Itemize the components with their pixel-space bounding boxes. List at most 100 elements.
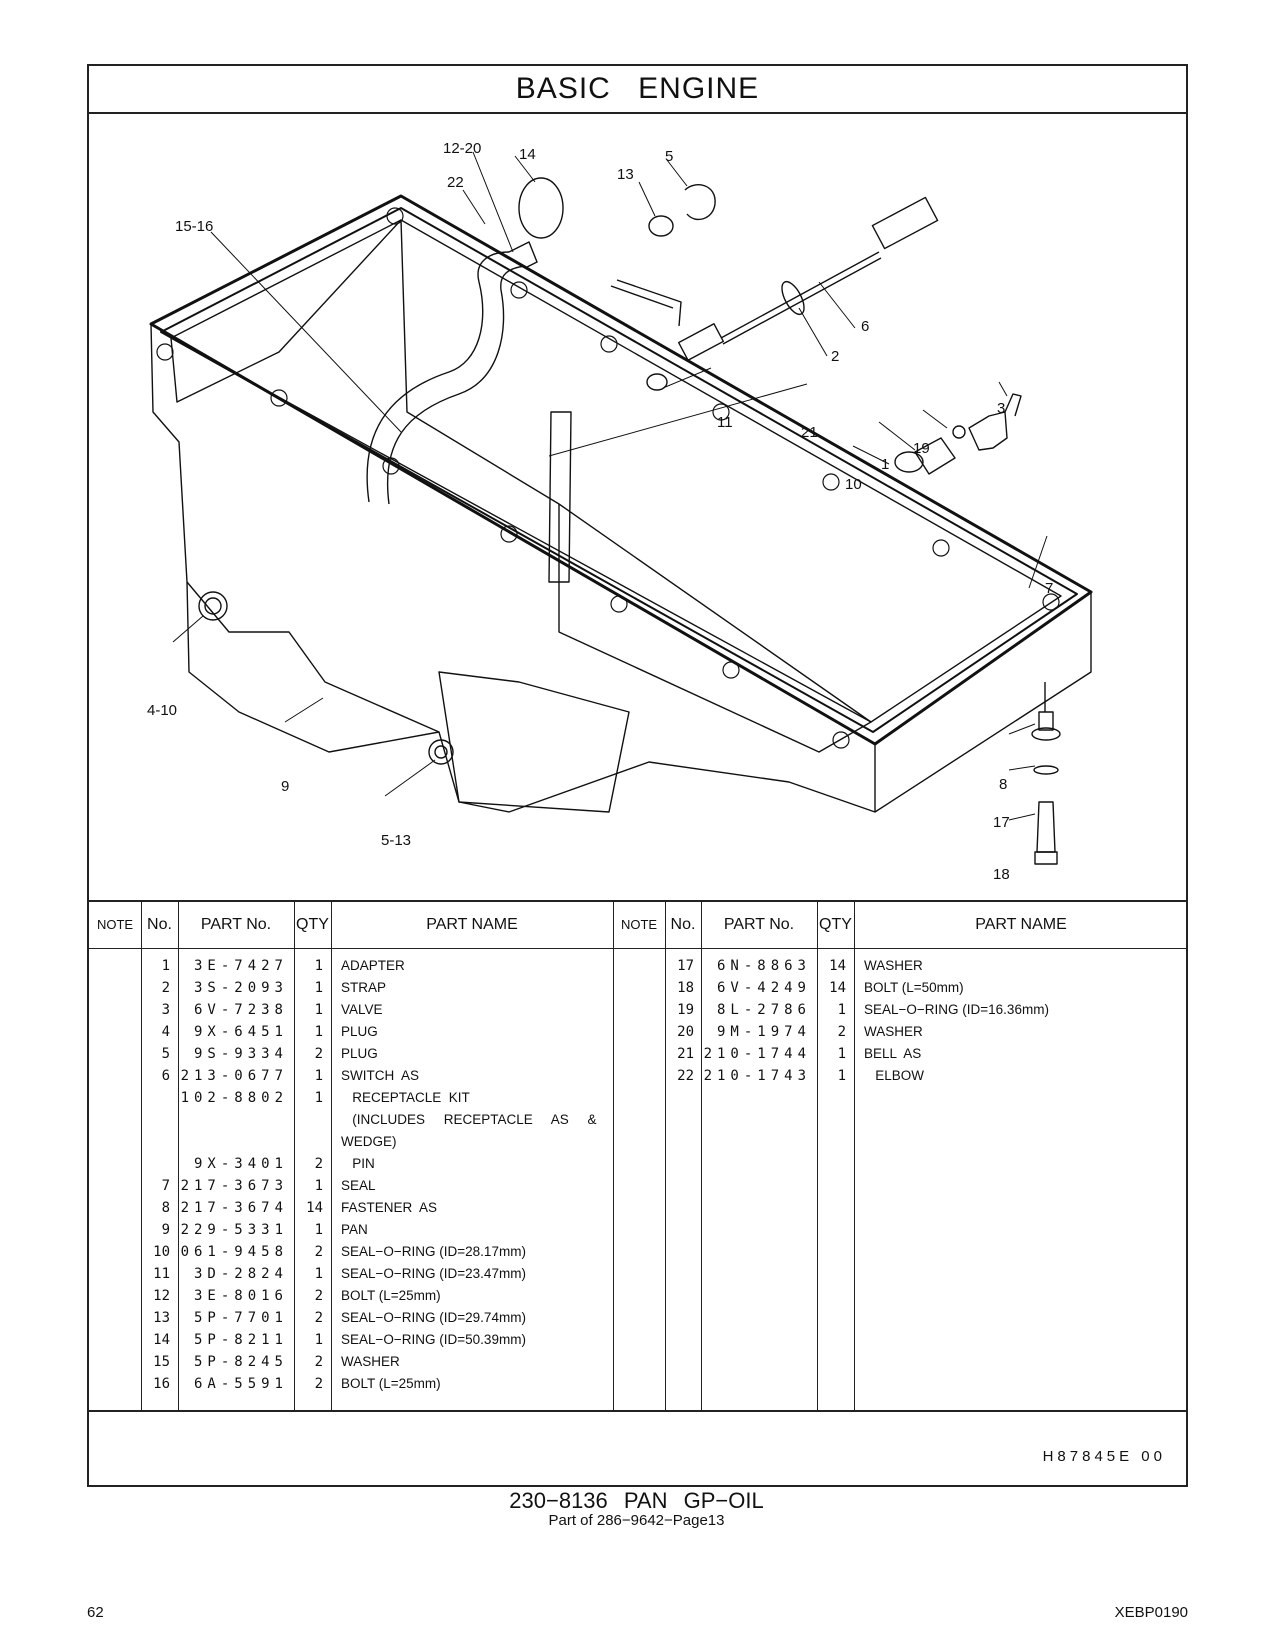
item-number: 2 xyxy=(161,980,170,996)
callout-7: 7 xyxy=(1045,580,1054,597)
callout-5-13: 5-13 xyxy=(381,832,412,849)
item-number: 5 xyxy=(161,1046,170,1062)
item-number: 8 xyxy=(161,1200,170,1216)
part-number: 061-9458 xyxy=(180,1244,288,1260)
group-subcaption: Part of 286−9642−Page13 xyxy=(548,1512,725,1529)
header-note-right: NOTE xyxy=(620,917,658,932)
callout-12-20: 12-20 xyxy=(443,140,482,157)
quantity: 1 xyxy=(837,1002,846,1018)
part-name: VALVE xyxy=(341,1002,383,1017)
callout-5: 5 xyxy=(665,148,674,165)
part-name: BOLT (L=50mm) xyxy=(864,980,964,995)
item-number: 7 xyxy=(161,1178,170,1194)
part-name: SWITCH AS xyxy=(341,1068,420,1083)
part-name: BELL AS xyxy=(864,1046,922,1061)
quantity: 2 xyxy=(314,1288,323,1304)
header-part-name-left: PART NAME xyxy=(426,916,518,933)
part-number: 9X-3401 xyxy=(193,1156,288,1172)
part-name: PLUG xyxy=(341,1046,378,1061)
part-number: 3S-2093 xyxy=(193,980,288,996)
quantity: 1 xyxy=(837,1068,846,1084)
part-name: BOLT (L=25mm) xyxy=(341,1376,441,1391)
part-number: 9X-6451 xyxy=(193,1024,288,1040)
part-number: 102-8802 xyxy=(180,1090,288,1106)
part-name: PAN xyxy=(341,1222,368,1237)
quantity: 1 xyxy=(314,1266,323,1282)
part-name: PLUG xyxy=(341,1024,378,1039)
header-qty-left: QTY xyxy=(296,916,329,933)
header-no-right: No. xyxy=(670,916,696,933)
quantity: 2 xyxy=(314,1046,323,1062)
part-name: SEAL xyxy=(341,1178,376,1193)
part-number: 9S-9334 xyxy=(193,1046,288,1062)
callout-3: 3 xyxy=(997,400,1006,417)
quantity: 2 xyxy=(314,1156,323,1172)
callout-8: 8 xyxy=(999,776,1008,793)
item-number: 22 xyxy=(677,1068,694,1084)
part-number: 210-1743 xyxy=(703,1068,811,1084)
part-number: 6V-4249 xyxy=(716,980,811,996)
part-number: 3D-2824 xyxy=(193,1266,288,1282)
callout-2: 2 xyxy=(831,348,840,365)
item-number: 1 xyxy=(161,958,170,974)
quantity: 1 xyxy=(314,1002,323,1018)
item-number: 10 xyxy=(153,1244,170,1260)
quantity: 2 xyxy=(314,1244,323,1260)
part-name: ELBOW xyxy=(864,1068,925,1083)
item-number: 21 xyxy=(677,1046,694,1062)
part-name: (INCLUDES RECEPTACLE AS & xyxy=(341,1112,597,1127)
callout-22: 22 xyxy=(447,174,464,191)
part-number: 229-5331 xyxy=(180,1222,288,1238)
part-name: STRAP xyxy=(341,980,387,995)
item-number: 3 xyxy=(161,1002,170,1018)
quantity: 1 xyxy=(314,1178,323,1194)
quantity: 1 xyxy=(314,1090,323,1106)
part-number: 9M-1974 xyxy=(716,1024,811,1040)
quantity: 14 xyxy=(829,958,846,974)
callout-14: 14 xyxy=(519,146,536,163)
callout-1: 1 xyxy=(881,456,890,473)
callout-13: 13 xyxy=(617,166,634,183)
header-part-no-right: PART No. xyxy=(723,916,795,933)
page-number: 62 xyxy=(87,1604,104,1621)
part-number: 5P-7701 xyxy=(193,1310,288,1326)
document-code: XEBP0190 xyxy=(1114,1604,1188,1621)
part-name: RECEPTACLE KIT xyxy=(341,1090,470,1105)
callout-6: 6 xyxy=(861,318,870,335)
quantity: 1 xyxy=(314,1068,323,1084)
header-qty-right: QTY xyxy=(819,916,852,933)
item-number: 6 xyxy=(161,1068,170,1084)
part-name: BOLT (L=25mm) xyxy=(341,1288,441,1303)
item-number: 16 xyxy=(153,1376,170,1392)
header-part-name-right: PART NAME xyxy=(975,916,1067,933)
title-bar: BASIC ENGINE xyxy=(89,66,1186,114)
item-number: 9 xyxy=(161,1222,170,1238)
parts-sheet-frame: BASIC ENGINE xyxy=(87,64,1188,1487)
item-number: 15 xyxy=(153,1354,170,1370)
quantity: 2 xyxy=(314,1310,323,1326)
callout-21: 21 xyxy=(801,424,818,441)
item-number: 14 xyxy=(153,1332,170,1348)
callout-11: 11 xyxy=(717,414,733,431)
quantity: 14 xyxy=(829,980,846,996)
part-name: SEAL−O−RING (ID=16.36mm) xyxy=(864,1002,1049,1017)
part-number: 6A-5591 xyxy=(193,1376,288,1392)
callout-15-16: 15-16 xyxy=(175,218,214,235)
item-number: 19 xyxy=(677,1002,694,1018)
header-part-no-left: PART No. xyxy=(200,916,272,933)
item-number: 20 xyxy=(677,1024,694,1040)
part-name: SEAL−O−RING (ID=28.17mm) xyxy=(341,1244,526,1259)
quantity: 1 xyxy=(314,958,323,974)
part-number: 6N-8863 xyxy=(716,958,811,974)
quantity: 2 xyxy=(314,1376,323,1392)
quantity: 1 xyxy=(314,980,323,996)
quantity: 2 xyxy=(837,1024,846,1040)
item-number: 13 xyxy=(153,1310,170,1326)
part-number: 213-0677 xyxy=(180,1068,288,1084)
callout-10: 10 xyxy=(845,476,862,493)
part-name: WASHER xyxy=(864,958,923,973)
group-caption: 230−8136 PAN GP−OIL xyxy=(509,1488,764,1513)
callout-18: 18 xyxy=(993,866,1010,883)
item-number: 4 xyxy=(161,1024,170,1040)
header-note-left: NOTE xyxy=(96,917,134,932)
